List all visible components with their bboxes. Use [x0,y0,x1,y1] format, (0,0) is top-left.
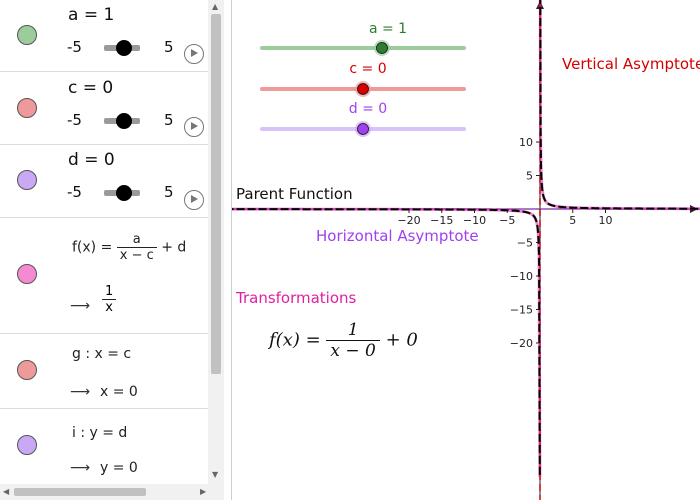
transformation-formula: f(x) = 1 x − 0 + 0 [269,320,418,361]
scroll-right-icon[interactable]: ▶ [200,487,207,496]
algebra-row-slider-c[interactable]: c = 0 -5 5 [0,72,208,145]
visibility-toggle-c[interactable] [17,98,37,118]
slider-d-min: -5 [67,183,82,201]
function-f-denominator: x − c [116,247,157,263]
parent-function-label: Parent Function [236,185,353,203]
x-tick-label: −15 [430,214,453,227]
slider-c-label: c = 0 [68,78,114,98]
line-i-result: y = 0 [100,460,138,476]
line-g-definition: g : x = c [72,346,132,362]
graphics-slider-d-label: d = 0 [349,101,387,117]
play-animation-d-button[interactable] [184,190,204,210]
algebra-horizontal-scrollbar[interactable]: ◀ ▶ [0,484,224,500]
graphics-slider-a[interactable]: a = 1 [260,21,466,56]
line-i-definition: i : y = d [72,425,128,441]
vertical-scroll-thumb[interactable] [211,14,221,374]
algebra-panel: a = 1 -5 5 c = 0 -5 5 d = 0 -5 5 f(x) = … [0,0,232,500]
function-f-numerator: a [132,232,141,247]
scroll-left-icon[interactable]: ◀ [3,487,10,496]
parent-function-right-branch[interactable] [539,0,700,210]
graphics-slider-a-label: a = 1 [369,21,407,37]
formula-lhs: f(x) = [269,329,321,351]
function-f-result-denominator: x [102,299,117,315]
line-g-result: x = 0 [100,384,138,400]
slider-c-max: 5 [164,111,174,129]
y-tick-label: −10 [510,270,533,283]
slider-c-knob[interactable] [116,113,132,129]
parent-function-left-branch[interactable] [232,208,541,478]
algebra-vertical-scrollbar[interactable]: ▲ ▼ [208,0,224,484]
algebra-row-slider-d[interactable]: d = 0 -5 5 [0,145,208,218]
formula-denominator: x − 0 [326,340,380,361]
y-tick-label: −5 [517,237,533,250]
x-tick-label: −10 [463,214,486,227]
visibility-toggle-d[interactable] [17,170,37,190]
x-tick-label: −20 [397,214,420,227]
coordinate-axes [232,1,698,497]
slider-a-knob[interactable] [116,40,132,56]
y-tick-label: −15 [510,304,533,317]
scroll-up-icon[interactable]: ▲ [212,2,219,11]
algebra-row-slider-a[interactable]: a = 1 -5 5 [0,0,208,72]
graphics-view[interactable]: −20 −15 −10 −5 5 10 10 5 −5 −10 −15 −20 a = 1 c = 0 [232,0,700,500]
y-tick-label: 10 [519,136,533,149]
vertical-asymptote-label: Vertical Asymptote [562,55,700,73]
slider-d-label: d = 0 [68,150,115,170]
slider-a-label: a = 1 [68,5,115,25]
algebra-row-line-g[interactable]: g : x = c ⟶ x = 0 [0,334,208,409]
function-f-result-numerator: 1 [105,284,114,299]
function-f-lhs: f(x) = [72,239,113,256]
algebra-row-function-f[interactable]: f(x) = a x − c + d ⟶ 1 x [0,218,208,334]
y-tick-label: 5 [526,170,533,183]
graphics-slider-c-point[interactable] [357,83,369,95]
slider-a-max: 5 [164,38,174,56]
x-tick-label: 10 [599,214,613,227]
function-f-definition: f(x) = a x − c + d [72,232,186,263]
slider-c-min: -5 [67,111,82,129]
formula-tail: + 0 [385,329,418,351]
algebra-row-line-i[interactable]: i : y = d ⟶ y = 0 [0,409,208,484]
visibility-toggle-g[interactable] [17,360,37,380]
line-i-arrow: ⟶ [70,460,91,476]
horizontal-scroll-thumb[interactable] [14,488,146,496]
visibility-toggle-f[interactable] [17,264,37,284]
function-f-arrow: ⟶ [70,298,91,314]
slider-d-knob[interactable] [116,185,132,201]
y-tick-label: −20 [510,337,533,350]
function-f-right-branch[interactable] [538,0,700,211]
visibility-toggle-i[interactable] [17,435,37,455]
graph-canvas[interactable]: −20 −15 −10 −5 5 10 10 5 −5 −10 −15 −20 a = 1 c = 0 [232,0,700,500]
slider-d-max: 5 [164,183,174,201]
formula-numerator: 1 [347,320,359,340]
visibility-toggle-a[interactable] [17,25,37,45]
transformations-label: Transformations [235,289,357,307]
slider-a-min: -5 [67,38,82,56]
x-tick-label: −5 [499,214,515,227]
formula-fraction: 1 x − 0 [326,320,380,361]
function-f-tail: + d [161,239,187,256]
graphics-slider-d-point[interactable] [357,123,369,135]
scroll-down-icon[interactable]: ▼ [212,470,219,479]
x-tick-label: 5 [569,214,576,227]
function-f-fraction: a x − c [116,232,157,263]
function-f-result: 1 x [102,284,117,315]
play-animation-a-button[interactable] [184,44,204,64]
graphics-slider-c[interactable]: c = 0 [260,61,466,97]
graphics-slider-d[interactable]: d = 0 [260,101,466,137]
horizontal-asymptote-label: Horizontal Asymptote [316,227,479,245]
axis-ticks: −20 −15 −10 −5 5 10 10 5 −5 −10 −15 −20 [397,136,612,350]
graphics-slider-a-point[interactable] [376,42,388,54]
graphics-slider-c-label: c = 0 [349,61,386,77]
line-g-arrow: ⟶ [70,384,91,400]
play-animation-c-button[interactable] [184,117,204,137]
